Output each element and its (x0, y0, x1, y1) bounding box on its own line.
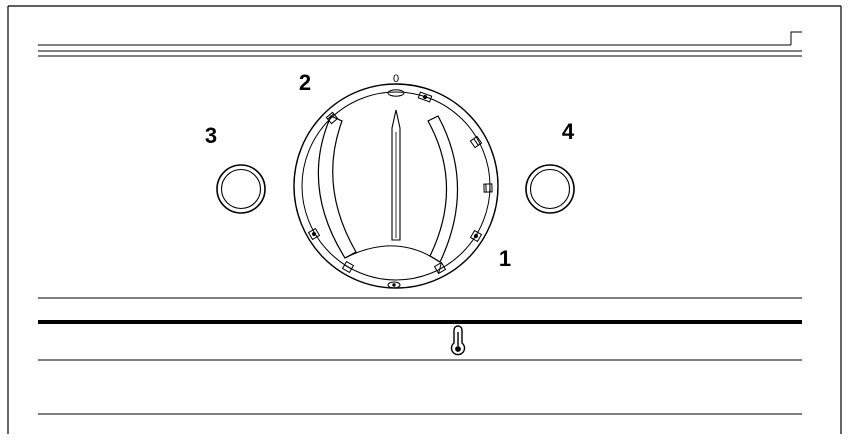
dial-lower-arc (345, 246, 440, 262)
mode-symbol-upper-right (470, 136, 481, 147)
thermometer-icon (451, 326, 464, 355)
dial-grip-right (428, 116, 458, 262)
mode-symbol-fan-top-right (418, 92, 431, 102)
dial-off-marker (388, 90, 404, 96)
mode-symbol-right (484, 184, 492, 192)
mode-symbol-lower-right (471, 231, 482, 242)
indicator-lamp-icon (217, 165, 265, 213)
indicator-lamp-icon (526, 165, 574, 213)
function-selector-dial[interactable] (294, 84, 498, 288)
callout-2: 2 (299, 70, 311, 95)
mode-symbol-bottom-right (435, 263, 446, 274)
indicator-lamp-right (526, 165, 574, 213)
dial-grip-left (318, 116, 356, 258)
panel-top-trim (38, 32, 802, 56)
mode-symbol-bottom (388, 282, 400, 288)
callout-1: 1 (499, 246, 511, 271)
callout-3: 3 (205, 123, 217, 148)
callout-4: 4 (562, 119, 575, 144)
indicator-lamp-left (217, 165, 265, 213)
mode-symbol-bottom-left (343, 262, 354, 273)
dial-off-label: 0 (393, 73, 399, 85)
